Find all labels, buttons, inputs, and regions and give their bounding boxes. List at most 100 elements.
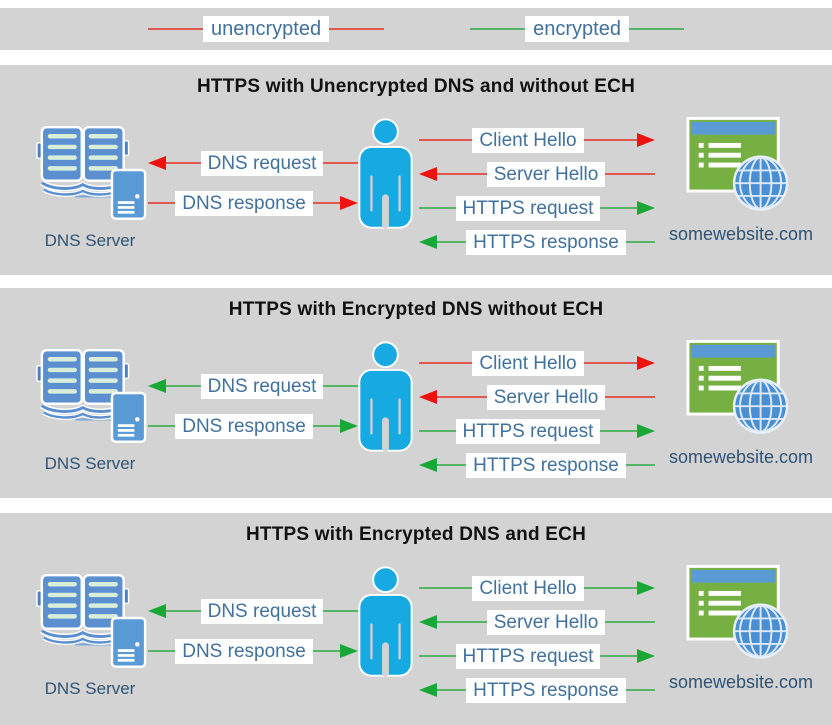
arrow-line (323, 609, 358, 613)
arrow-line (419, 586, 473, 590)
arrow-label: DNS request (200, 598, 324, 624)
legend-line-left (470, 28, 526, 30)
arrow-line (148, 201, 176, 205)
https-request-arrow: HTTPS request (419, 418, 655, 444)
arrowhead-right-icon (340, 196, 358, 210)
arrow-line (600, 206, 637, 210)
arrowhead-right-icon (637, 581, 655, 595)
dns-server-icon (36, 569, 149, 669)
dns-server-label: DNS Server (44, 679, 136, 698)
arrow-label: Server Hello (486, 609, 606, 635)
arrow-line (166, 609, 201, 613)
https-response-arrow: HTTPS response (419, 452, 656, 478)
arrow-line (625, 240, 656, 244)
arrow-label: Server Hello (486, 384, 606, 410)
dns-response-arrow: DNS response (148, 190, 358, 216)
legend-label: encrypted (525, 16, 629, 42)
arrowhead-right-icon (637, 356, 655, 370)
arrowhead-left-icon (148, 156, 166, 170)
website-icon (686, 116, 792, 217)
arrow-line (437, 240, 467, 244)
arrow-label: DNS request (200, 373, 324, 399)
arrow-line (583, 138, 637, 142)
legend-item-unencrypted: unencrypted (148, 16, 385, 42)
arrow-line (323, 161, 358, 165)
arrow-line (600, 654, 637, 658)
legend-label: unencrypted (203, 16, 330, 42)
dns-response-arrow: DNS response (148, 413, 358, 439)
arrow-line (312, 201, 340, 205)
https-request-arrow: HTTPS request (419, 195, 655, 221)
legend-line-left (148, 28, 204, 30)
dns-request-arrow: DNS request (148, 150, 358, 176)
website-label: somewebsite.com (668, 447, 814, 467)
dns-server-label: DNS Server (44, 231, 136, 250)
arrowhead-right-icon (637, 424, 655, 438)
client-hello-arrow: Client Hello (419, 127, 655, 153)
arrowhead-left-icon (419, 235, 437, 249)
arrow-line (323, 384, 358, 388)
https-response-arrow: HTTPS response (419, 677, 656, 703)
arrowhead-right-icon (637, 133, 655, 147)
server-hello-arrow: Server Hello (419, 609, 656, 635)
arrow-line (625, 688, 656, 692)
arrow-label: HTTPS response (466, 229, 626, 255)
arrow-label: HTTPS response (466, 452, 626, 478)
dns-server-icon (36, 121, 149, 221)
legend-line-right (329, 28, 385, 30)
arrow-line (419, 206, 456, 210)
arrow-line (437, 395, 487, 399)
arrowhead-left-icon (148, 604, 166, 618)
arrow-label: Client Hello (472, 350, 584, 376)
arrowhead-left-icon (419, 390, 437, 404)
arrow-line (605, 395, 656, 399)
arrowhead-right-icon (340, 644, 358, 658)
person-icon (357, 565, 414, 678)
arrowhead-right-icon (637, 649, 655, 663)
arrow-label: HTTPS response (466, 677, 626, 703)
arrow-line (437, 688, 467, 692)
arrow-label: DNS response (175, 413, 313, 439)
https-request-arrow: HTTPS request (419, 643, 655, 669)
legend-bar: unencrypted encrypted (0, 8, 832, 50)
website-label: somewebsite.com (668, 672, 814, 692)
dns-server-label: DNS Server (44, 454, 136, 473)
arrow-line (312, 424, 340, 428)
arrow-label: DNS response (175, 190, 313, 216)
panel-title: HTTPS with Encrypted DNS without ECH (228, 299, 604, 320)
arrow-label: Client Hello (472, 127, 584, 153)
arrow-line (583, 586, 637, 590)
arrow-label: DNS response (175, 638, 313, 664)
arrow-line (437, 463, 467, 467)
panel-encrypted-dns-and-ech: HTTPS with Encrypted DNS and ECH DNS Ser… (0, 513, 832, 725)
arrow-line (419, 361, 473, 365)
arrow-line (583, 361, 637, 365)
arrowhead-left-icon (419, 615, 437, 629)
arrow-line (148, 649, 176, 653)
dns-request-arrow: DNS request (148, 373, 358, 399)
arrow-label: Client Hello (472, 575, 584, 601)
arrow-line (437, 172, 487, 176)
arrow-line (166, 161, 201, 165)
website-icon (686, 339, 792, 440)
website-icon (686, 564, 792, 665)
person-icon (357, 117, 414, 230)
https-response-arrow: HTTPS response (419, 229, 656, 255)
panel-title: HTTPS with Encrypted DNS and ECH (246, 524, 586, 545)
arrow-line (312, 649, 340, 653)
panel-encrypted-dns-no-ech: HTTPS with Encrypted DNS without ECH DNS… (0, 288, 832, 498)
dns-request-arrow: DNS request (148, 598, 358, 624)
arrowhead-right-icon (340, 419, 358, 433)
arrow-label: DNS request (200, 150, 324, 176)
arrowhead-left-icon (419, 458, 437, 472)
arrow-line (600, 429, 637, 433)
arrowhead-left-icon (419, 167, 437, 181)
server-hello-arrow: Server Hello (419, 161, 656, 187)
arrow-label: HTTPS request (455, 195, 601, 221)
arrow-line (605, 172, 656, 176)
dns-server-icon (36, 344, 149, 444)
arrow-line (437, 620, 487, 624)
arrow-line (419, 654, 456, 658)
legend-line-right (628, 28, 684, 30)
